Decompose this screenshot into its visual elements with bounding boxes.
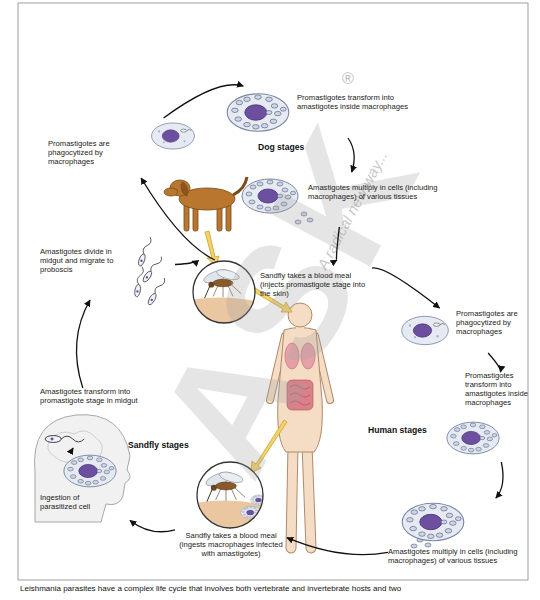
dog-snout [164,188,178,196]
dog-ear [181,182,188,196]
stage-node: Amastigotes multiply in cells (including… [240,172,445,227]
stage-description: Amastigotes multiply in cells (including… [308,184,443,202]
parasitized-cell [64,455,116,487]
illustration-part [142,255,164,283]
cycle-arrow [488,353,500,372]
text-block: Amastigotes multiply in cells (including… [388,548,528,566]
stage-description: Promastigotes transform into amastigotes… [297,94,432,112]
stage-description: Amastigotes transform into promastigote … [40,388,140,406]
cycle-arrow [141,178,215,260]
sandfly-head [35,415,131,522]
cycle-arrow [175,261,193,264]
macrophage-cell [152,123,195,149]
text-block: Sandfly takes a blood meal (ingests macr… [175,532,287,559]
stage-node: Sandfly takes a blood meal (ingests macr… [175,460,287,568]
stage-description: Sandfly takes a blood meal (ingests macr… [175,532,287,559]
caption-text: Leishmania parasites have a complex life… [20,584,401,593]
promastigote [45,436,84,443]
cycle-arrow [130,520,175,531]
cycle-arrow [287,538,388,555]
stage-node: Promastigotes are phagocytized by macrop… [398,308,538,353]
stage-description: Promastigotes transform into amastigotes… [465,372,538,408]
illustration-part [147,277,167,306]
stage-node: Amastigotes transform into promastigote … [40,388,145,448]
cycle-arrow [76,300,90,388]
macrophage-cell [402,503,464,540]
stage-node: Ingestion of parasitized cell [40,450,130,522]
promastigote-cluster [134,236,167,306]
cycle-arrow [336,227,339,260]
text-block: Ingestion of parasitized cell [40,494,112,512]
stage-label: Human stages [368,425,427,435]
cycle-arrow [72,448,73,450]
frame-border [18,3,528,580]
stage-description: Amastigotes divide in midgut and migrate… [40,248,118,275]
text-block: Amastigotes divide in midgut and migrate… [40,248,118,275]
cells [45,94,499,548]
cycle-arrow [372,268,440,308]
macrophage-cell [402,316,449,344]
text-block: Sandfly takes a blood meal (injects prom… [260,272,370,299]
stage-description: Promastigotes are phagocytized by macrop… [456,310,536,337]
stage-description: Ingestion of parasitized cell [40,494,112,512]
text-block: Amastigotes transform into promastigote … [40,388,140,406]
head-outline [35,415,131,522]
stage-description: Amastigotes multiply in cells (including… [388,548,528,566]
macrophage-cell [447,422,499,454]
stage-node: Promastigotes transform into amastigotes… [225,86,435,138]
text-block: Amastigotes multiply in cells (including… [308,184,443,202]
infected-macrophage [251,495,268,505]
text-block: Promastigotes transform into amastigotes… [465,372,538,408]
illustration-part [137,236,153,267]
stage-description: Promastigotes are phagocytized by macrop… [48,140,143,167]
text-block: Promastigotes transform into amastigotes… [297,94,432,112]
stage-node: Amastigotes divide in midgut and migrate… [40,238,175,300]
illustration-part [425,543,431,547]
cycle-arrow [496,462,503,498]
stage-node: Amastigotes multiply in cells (including… [388,498,533,580]
stage-node: Promastigotes are phagocytized by macrop… [48,118,198,178]
skin [195,500,265,530]
stage-description: Sandfly takes a blood meal (injects prom… [260,272,370,299]
cycle-arrow [348,138,354,172]
cycle-arrow [164,85,244,118]
stage-node: Promastigotes transform into amastigotes… [445,372,538,462]
watermark-mark: ® [342,70,354,88]
illustration-part [134,266,145,297]
text-block: Promastigotes are phagocytized by macrop… [456,310,536,337]
stage-node: Sandfly takes a blood meal (injects prom… [192,260,372,324]
text-block: Promastigotes are phagocytized by macrop… [48,140,143,167]
